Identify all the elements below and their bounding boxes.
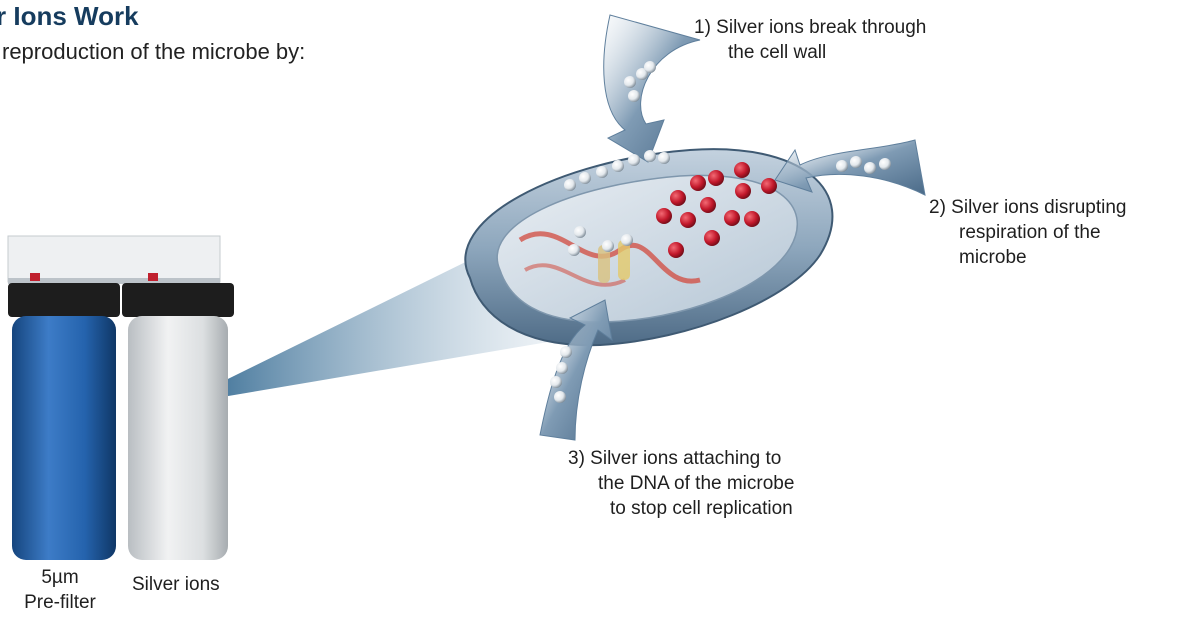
step-2-label: 2) Silver ions disrupting respiration of… <box>929 195 1126 270</box>
prefilter-housing <box>12 316 116 560</box>
prefilter-label: 5µm Pre-filter <box>0 565 120 615</box>
silver-filter-housing <box>128 316 228 560</box>
arrow-respiration <box>775 140 925 195</box>
silver-filter-label: Silver ions <box>132 572 220 597</box>
step-3-label: 3) Silver ions attaching to the DNA of t… <box>568 446 794 521</box>
filter-housing-assembly <box>8 236 234 560</box>
arrow-cell-wall <box>604 15 700 162</box>
prefilter-cap <box>8 283 120 317</box>
step-1-label: 1) Silver ions break through the cell wa… <box>694 15 926 65</box>
silver-filter-cap <box>122 283 234 317</box>
